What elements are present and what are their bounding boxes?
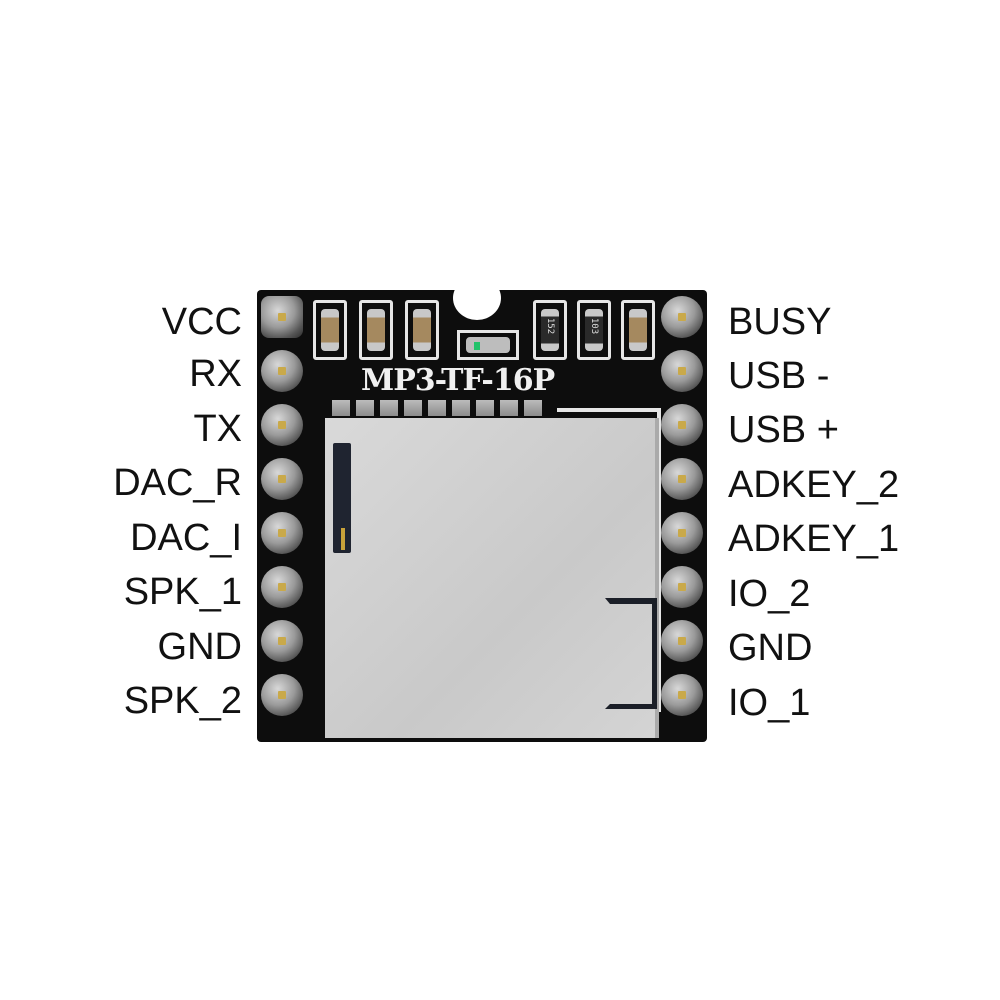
pin-io-2 [661,566,703,608]
smd-capacitor [405,300,439,360]
status-led [457,330,519,360]
pin-label-vcc: VCC [161,301,242,343]
pin-label-io-1: IO_1 [728,682,811,724]
led-indicator-icon [474,342,480,350]
microsd-card-slot [325,418,659,738]
pin-spk-1 [261,566,303,608]
smd-resistor-152: 152 [533,300,567,360]
pin-gnd-right [661,620,703,662]
sd-contact-pads [332,400,542,416]
smd-capacitor [359,300,393,360]
pin-busy [661,296,703,338]
pin-label-adkey-1: ADKEY_1 [728,518,900,560]
pin-label-rx: RX [189,353,242,395]
pcb-trace [557,408,661,712]
pin-tx [261,404,303,446]
pin-label-spk-1: SPK_1 [123,571,242,613]
pin-label-dac-r: DAC_R [113,462,242,504]
pin-label-dac-i: DAC_I [130,517,242,559]
card-detect-spring [333,443,351,553]
pin-spk-2 [261,674,303,716]
pin-label-io-2: IO_2 [728,573,811,615]
pin-label-spk-2: SPK_2 [123,680,242,722]
card-latch [605,598,657,709]
pin-dac-r [261,458,303,500]
smd-resistor-103: 103 [577,300,611,360]
mp3-module-board: 152 103 MP3-TF-16P [257,276,707,742]
pin-gnd-left [261,620,303,662]
mounting-notch [453,276,501,320]
pin-adkey-2 [661,458,703,500]
pin-label-gnd-right: GND [728,627,813,669]
pin-rx [261,350,303,392]
pin-io-1 [661,674,703,716]
pin-dac-i [261,512,303,554]
pin-label-busy: BUSY [728,301,832,343]
pin-label-adkey-2: ADKEY_2 [728,464,900,506]
smd-capacitor [313,300,347,360]
pin-adkey-1 [661,512,703,554]
pin-vcc [261,296,303,338]
pin-label-usb-plus: USB + [728,409,839,451]
pin-usb-plus [661,404,703,446]
pin-usb-minus [661,350,703,392]
silkscreen-label: MP3-TF-16P [361,363,555,398]
smd-capacitor [621,300,655,360]
pin-label-gnd-left: GND [157,626,242,668]
pin-label-tx: TX [193,408,242,450]
pin-label-usb-minus: USB - [728,355,830,397]
